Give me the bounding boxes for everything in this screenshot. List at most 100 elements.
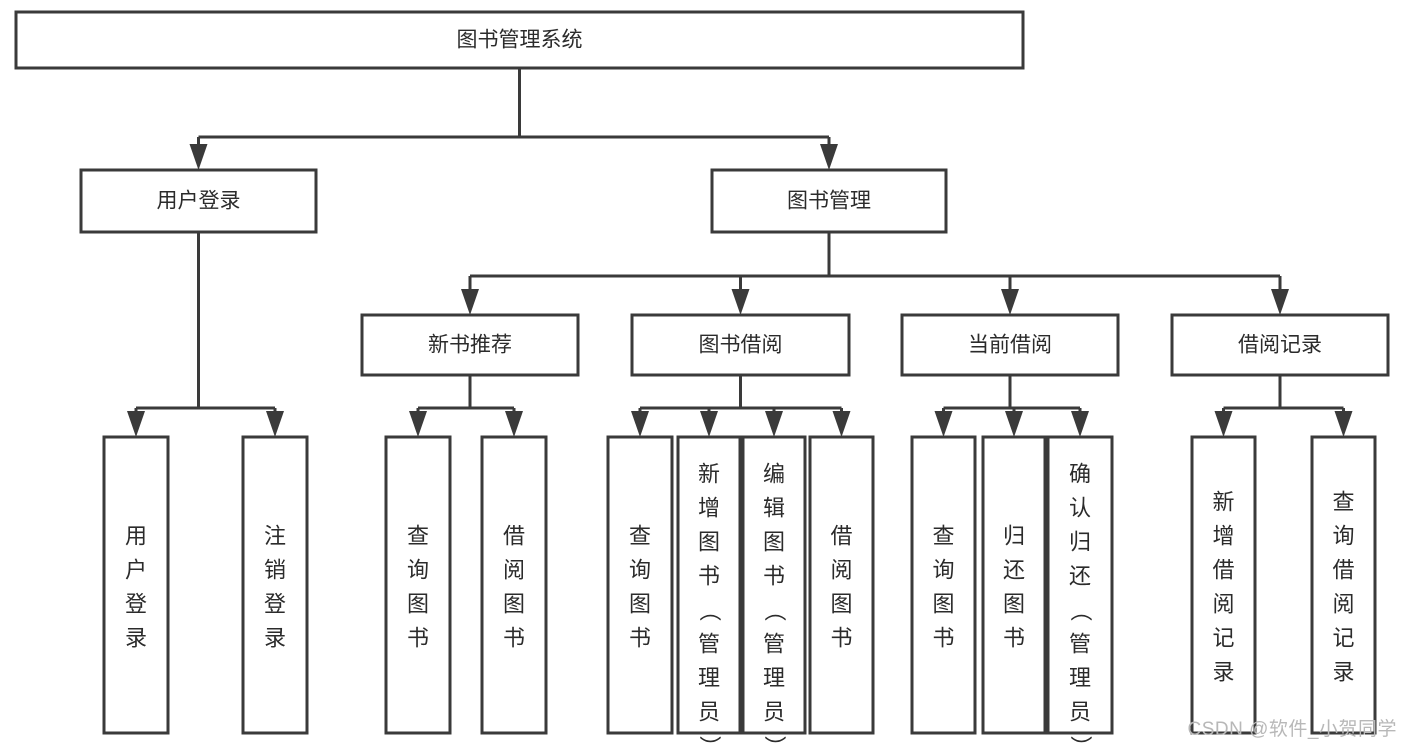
arrow-head-icon	[700, 411, 718, 437]
arrow-head-icon	[461, 289, 479, 315]
node-box-leaf_6[interactable]	[676, 435, 742, 735]
svg-text:借: 借	[1332, 558, 1354, 583]
svg-text:（: （	[697, 600, 722, 622]
node-box-leaf_3[interactable]	[384, 435, 452, 735]
svg-text:认: 认	[1069, 496, 1091, 521]
arrow-head-icon	[409, 411, 427, 437]
node-l1_a[interactable]: 用户登录	[79, 168, 318, 234]
node-l2_c[interactable]: 当前借阅	[900, 313, 1120, 377]
edge-group-root	[189, 68, 838, 170]
svg-text:书: 书	[698, 564, 720, 589]
svg-text:录: 录	[1212, 660, 1234, 685]
svg-text:编: 编	[763, 462, 785, 487]
arrow-head-icon	[820, 144, 838, 170]
svg-text:录: 录	[125, 626, 147, 651]
edge-group-l1_a	[127, 232, 284, 437]
node-box-l2_a[interactable]	[360, 313, 580, 377]
svg-text:记: 记	[1332, 626, 1354, 651]
svg-text:归: 归	[1069, 530, 1091, 555]
node-box-leaf_5[interactable]	[606, 435, 674, 735]
svg-text:书: 书	[830, 626, 852, 651]
arrow-head-icon	[765, 411, 783, 437]
svg-text:图: 图	[503, 592, 525, 617]
node-box-leaf_12[interactable]	[1190, 435, 1257, 735]
svg-text:管: 管	[698, 632, 720, 657]
node-box-leaf_13[interactable]	[1310, 435, 1377, 735]
svg-text:查: 查	[629, 524, 651, 549]
svg-text:员: 员	[1069, 700, 1091, 725]
node-l2_b[interactable]: 图书借阅	[630, 313, 851, 377]
svg-text:借: 借	[1212, 558, 1234, 583]
svg-text:户: 户	[125, 558, 147, 583]
node-box-l2_b[interactable]	[630, 313, 851, 377]
edge-group-l2_c	[934, 375, 1089, 437]
node-leaf_1[interactable]: 用户登录	[102, 435, 170, 735]
node-box-l2_d[interactable]	[1170, 313, 1390, 377]
node-box-root[interactable]	[14, 10, 1025, 70]
edge-group-l1_b	[461, 232, 1289, 315]
node-l2_a[interactable]: 新书推荐	[360, 313, 580, 377]
svg-text:书: 书	[932, 626, 954, 651]
svg-text:登: 登	[264, 592, 286, 617]
svg-text:书: 书	[1003, 626, 1025, 651]
svg-text:还: 还	[1069, 564, 1091, 589]
node-box-leaf_7[interactable]	[741, 435, 807, 735]
svg-text:书: 书	[503, 626, 525, 651]
node-box-leaf_11[interactable]	[1046, 435, 1114, 735]
svg-text:增: 增	[1212, 524, 1234, 549]
svg-text:销: 销	[264, 558, 286, 583]
node-root[interactable]: 图书管理系统	[14, 10, 1025, 70]
node-box-leaf_1[interactable]	[102, 435, 170, 735]
arrow-head-icon	[1271, 289, 1289, 315]
node-box-l1_a[interactable]	[79, 168, 318, 234]
svg-text:录: 录	[1332, 660, 1354, 685]
edge-group-l2_b	[631, 375, 851, 437]
svg-text:询: 询	[1332, 524, 1354, 549]
svg-text:图: 图	[629, 592, 651, 617]
svg-text:阅: 阅	[1212, 592, 1234, 617]
node-box-leaf_4[interactable]	[480, 435, 548, 735]
svg-text:理: 理	[1069, 666, 1091, 691]
arrow-head-icon	[127, 411, 145, 437]
node-box-leaf_8[interactable]	[808, 435, 875, 735]
node-box-l2_c[interactable]	[900, 313, 1120, 377]
node-label-l2_c: 当前借阅	[968, 334, 1052, 357]
node-label-leaf_1: 用户登录	[125, 524, 147, 651]
node-box-leaf_10[interactable]	[981, 435, 1047, 735]
edge-layer	[127, 68, 1353, 437]
svg-text:阅: 阅	[830, 558, 852, 583]
node-l2_d[interactable]: 借阅记录	[1170, 313, 1390, 377]
svg-text:查: 查	[1332, 490, 1354, 515]
node-box-leaf_2[interactable]	[241, 435, 309, 735]
arrow-head-icon	[1334, 411, 1353, 437]
node-box-l1_b[interactable]	[710, 168, 948, 234]
arrow-head-icon	[1005, 411, 1023, 437]
arrow-head-icon	[1214, 411, 1233, 437]
node-l1_b[interactable]: 图书管理	[710, 168, 948, 234]
svg-text:理: 理	[763, 666, 785, 691]
arrow-head-icon	[266, 411, 284, 437]
svg-text:注: 注	[264, 524, 286, 549]
svg-text:询: 询	[932, 558, 954, 583]
node-box-leaf_9[interactable]	[910, 435, 977, 735]
